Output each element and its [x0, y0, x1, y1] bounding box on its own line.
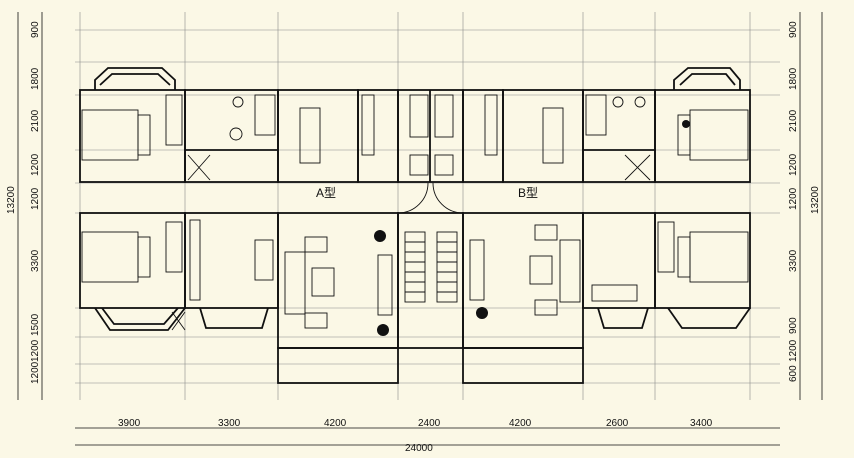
- dim-left-9: 1200: [30, 361, 41, 384]
- dim-right-1: 900: [788, 21, 799, 38]
- type-a-label: A型: [316, 186, 336, 200]
- type-b-label: B型: [518, 186, 538, 200]
- dim-right-3: 2100: [788, 109, 799, 132]
- dim-left-4: 1200: [30, 153, 41, 176]
- dim-bottom-4: 2400: [418, 418, 441, 429]
- dim-bottom-3: 4200: [324, 418, 347, 429]
- left-dimension-line: [17, 12, 43, 400]
- dim-right-total: 13200: [810, 186, 821, 214]
- dim-right-5: 1200: [788, 187, 799, 210]
- dim-left-2: 1800: [30, 67, 41, 90]
- dim-left-8: 1200: [30, 339, 41, 362]
- dim-left-1: 900: [30, 21, 41, 38]
- dim-right-2: 1800: [788, 67, 799, 90]
- plants: [374, 120, 690, 336]
- dim-right-6: 3300: [788, 249, 799, 272]
- dim-left-total: 13200: [6, 186, 17, 214]
- dim-bottom-5: 4200: [509, 418, 532, 429]
- dim-right-9: 600: [788, 365, 799, 382]
- walls: [79, 67, 751, 384]
- dim-right-8: 1200: [788, 339, 799, 362]
- dim-bottom-6: 2600: [606, 418, 629, 429]
- dim-left-3: 2100: [30, 109, 41, 132]
- furniture: [81, 94, 749, 331]
- right-dimension-line: [799, 12, 823, 400]
- dim-left-7: 1500: [30, 313, 41, 336]
- dim-right-7: 900: [788, 317, 799, 334]
- axis-grid: [75, 12, 780, 400]
- dim-bottom-2: 3300: [218, 418, 241, 429]
- dim-right-4: 1200: [788, 153, 799, 176]
- dim-total: 24000: [405, 443, 433, 453]
- dim-left-6: 3300: [30, 249, 41, 272]
- dim-left-5: 1200: [30, 187, 41, 210]
- bottom-dimension-line: [75, 427, 780, 446]
- dim-bottom-7: 3400: [690, 418, 713, 429]
- dim-bottom-1: 3900: [118, 418, 141, 429]
